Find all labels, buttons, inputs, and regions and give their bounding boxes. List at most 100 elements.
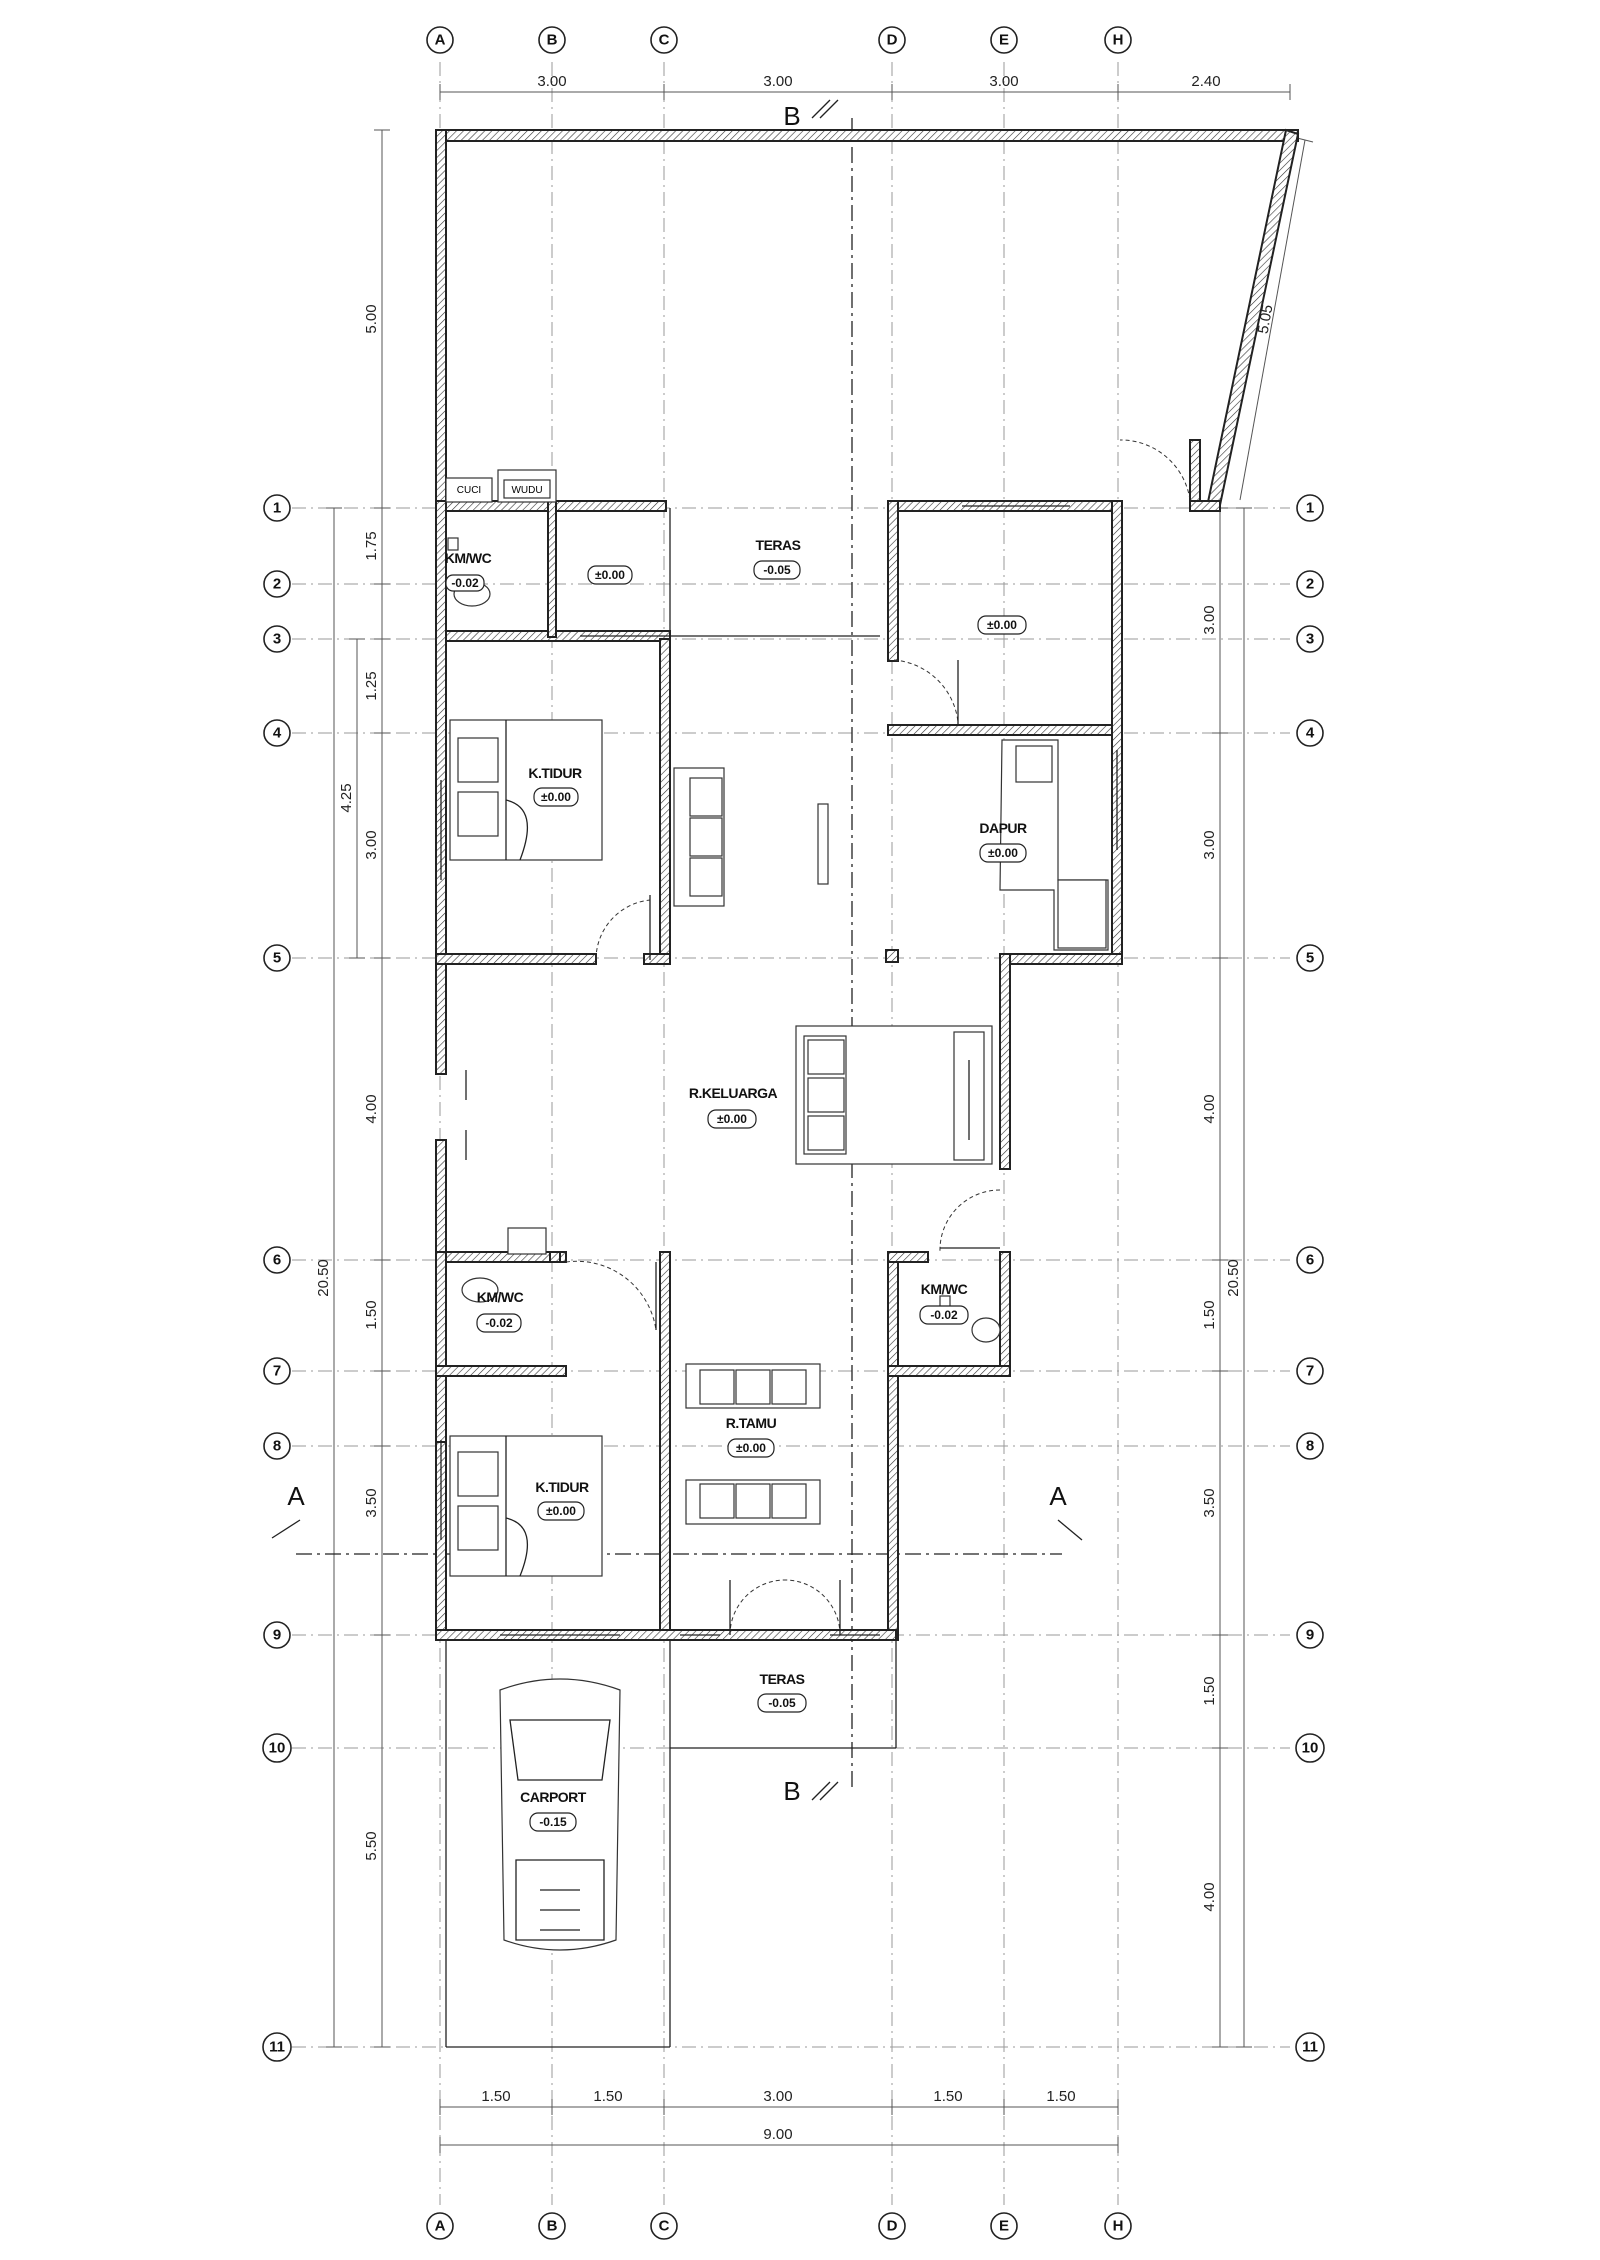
bottom-dimension-lines: 1.50 1.50 3.00 1.50 1.50 9.00 [439,2088,1119,2153]
dimension-label: 1.50 [1201,1676,1218,1705]
axis-label: 9 [1306,1627,1314,1644]
toilet-fixtures [447,537,1001,1343]
room-teras-lower: TERAS -0.05 [757,1671,807,1713]
room-name: R.KELUARGA [689,1085,778,1101]
room-level: ±0.00 [546,1504,576,1518]
cuci-label: CUCI [457,485,481,496]
section-marker-label: B [783,101,800,131]
dimension-label: 1.50 [1046,2088,1075,2105]
room-storage: ±0.00 [977,615,1027,635]
axis-label: H [1113,32,1124,49]
terrace-and-carport-outline [445,508,897,2048]
room-name: DAPUR [979,820,1027,836]
dimension-label: 4.00 [363,1094,380,1123]
dimension-label: 1.50 [363,1300,380,1329]
section-cut-b: B B [783,99,853,1806]
axis-label: 2 [1306,576,1314,593]
dimension-label: 1.50 [933,2088,962,2105]
axis-label: B [547,32,558,49]
dimension-label: 3.00 [537,73,566,90]
room-level: -0.05 [768,1696,796,1710]
room-name: KM/WC [445,550,492,566]
axis-label: E [999,32,1009,49]
dimension-label: 3.50 [1201,1488,1218,1517]
room-name: KM/WC [477,1289,524,1305]
dimension-label: 4.00 [1201,1882,1218,1911]
bed-upper [449,719,603,861]
axis-label: 6 [273,1252,281,1269]
right-dimension-lines: 3.00 3.00 4.00 1.50 3.50 1.50 4.00 20.50 [1201,507,1252,2048]
windows [440,505,1118,1636]
axis-label: 7 [1306,1363,1314,1380]
top-dimension-line: 3.00 3.00 3.00 2.40 [439,73,1291,100]
wudu-label: WUDU [511,485,542,496]
room-level: ±0.00 [736,1441,766,1455]
room-level: -0.02 [451,576,479,590]
axis-label: B [547,2218,558,2235]
room-level: -0.02 [930,1308,958,1322]
room-level: ±0.00 [541,790,571,804]
wash-area: CUCI WUDU [445,469,557,503]
room-kmwc-lower-left: KM/WC -0.02 [476,1289,524,1333]
room-carport: CARPORT -0.15 [520,1789,587,1832]
doors [465,439,1191,1636]
axis-label: 1 [1306,500,1314,517]
room-level: ±0.00 [987,618,1017,632]
dimension-label: 3.00 [1201,830,1218,859]
axis-label: 8 [1306,1438,1314,1455]
room-name: TERAS [760,1671,805,1687]
room-level: -0.05 [763,563,791,577]
axis-label: 4 [1306,725,1315,742]
axis-label: 1 [273,500,281,517]
dimension-label: 1.75 [363,531,380,560]
axis-label: 9 [273,1627,281,1644]
dimension-label: 5.50 [363,1831,380,1860]
axis-label: 10 [1302,1740,1319,1757]
dimension-label: 3.00 [763,73,792,90]
room-kmwc-lower-right: KM/WC -0.02 [919,1281,969,1325]
axis-label: H [1113,2218,1124,2235]
dimension-label: 3.00 [1201,605,1218,634]
room-name: R.TAMU [726,1415,777,1431]
axis-label: 11 [269,2039,285,2056]
axis-label: 4 [273,725,282,742]
dimension-total: 9.00 [763,2126,792,2143]
axis-label: 8 [273,1438,281,1455]
dimension-label: 1.50 [593,2088,622,2105]
kitchen-counter [999,739,1109,951]
row-axis-bubbles-right: 1 2 3 4 5 6 7 8 9 10 11 [1295,494,1325,2062]
room-family: R.KELUARGA ±0.00 [689,1085,778,1129]
section-marker-label: A [1049,1481,1067,1511]
axis-label: E [999,2218,1009,2235]
walls [435,128,1300,1641]
room-bedroom-upper: K.TIDUR ±0.00 [528,765,583,807]
left-dimension-lines: 5.00 1.75 1.25 3.00 4.00 1.50 3.50 5.50 … [315,129,390,2048]
room-name: TERAS [756,537,801,553]
room-name: K.TIDUR [528,765,582,781]
sofa-upper [673,767,829,907]
axis-label: 11 [1302,2039,1318,2056]
dimension-label: 5.00 [363,304,380,333]
room-level: ±0.00 [717,1112,747,1126]
dimension-label: 3.00 [763,2088,792,2105]
axis-label: D [887,2218,898,2235]
room-living: R.TAMU ±0.00 [726,1415,777,1458]
room-upper-space: ±0.00 [587,565,633,585]
dimension-label: 1.25 [363,671,380,700]
axis-label: A [435,2218,446,2235]
dimension-subtotal: 4.25 [338,783,355,812]
dimension-label: 1.50 [1201,1300,1218,1329]
sofa-living [685,1363,821,1525]
room-kitchen: DAPUR ±0.00 [979,820,1028,863]
column-axis-bubbles-bottom: A B C D E H [426,2212,1132,2240]
axis-label: C [659,32,670,49]
row-axis-bubbles-left: 1 2 3 4 5 6 7 8 9 10 11 [262,494,292,2062]
dimension-total: 20.50 [315,1259,332,1297]
room-level: ±0.00 [988,846,1018,860]
axis-label: 2 [273,576,281,593]
column-axis-bubbles-top: A B C D E H [426,26,1132,54]
room-kmwc-upper: KM/WC -0.02 [445,550,492,592]
axis-label: 3 [1306,631,1314,648]
axis-label: A [435,32,446,49]
